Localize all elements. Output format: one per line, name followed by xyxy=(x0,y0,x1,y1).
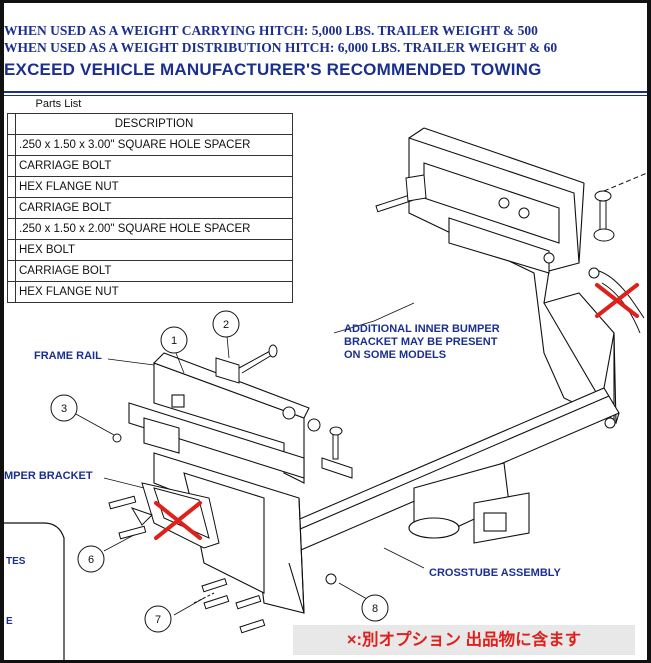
balloon-label: 7 xyxy=(155,614,161,626)
divider-line-thin xyxy=(4,95,647,96)
balloon-6 xyxy=(77,545,105,573)
balloon-label: 3 xyxy=(61,403,67,415)
right-bolts xyxy=(375,172,647,334)
part-balloons xyxy=(50,310,389,633)
table-row: HEX FLANGE NUT xyxy=(7,176,293,198)
balloon-2 xyxy=(212,310,240,338)
parts-list-table: Parts List DESCRIPTION .250 x 1.50 x 3.0… xyxy=(7,95,293,303)
option-note: ×:別オプション 出品物に含ます xyxy=(293,625,635,655)
side-text-fragment: E xyxy=(6,616,13,627)
balloon-label: 2 xyxy=(223,319,229,331)
balloon-8 xyxy=(361,594,389,622)
balloon-label: 1 xyxy=(171,335,177,347)
table-row: HEX FLANGE NUT xyxy=(7,281,293,303)
bumper-bracket-label: MPER BRACKET xyxy=(4,470,93,482)
rating-line-carrying: WHEN USED AS A WEIGHT CARRYING HITCH: 5,… xyxy=(4,23,538,38)
frame-rail-label: FRAME RAIL xyxy=(34,350,102,362)
spacers-and-bolts xyxy=(112,344,353,526)
crosstube xyxy=(243,332,620,569)
table-row: .250 x 1.50 x 2.00" SQUARE HOLE SPACER xyxy=(7,218,293,240)
balloon-1 xyxy=(160,326,188,354)
rating-line-distribution: WHEN USED AS A WEIGHT DISTRIBUTION HITCH… xyxy=(4,40,558,55)
towing-warning: EXCEED VEHICLE MANUFACTURER'S RECOMMENDE… xyxy=(4,60,542,79)
left-frame-rail xyxy=(128,352,310,614)
balloon-label: 6 xyxy=(88,554,94,566)
right-frame-rail xyxy=(408,127,617,426)
red-x-marks xyxy=(154,283,639,540)
table-row: HEX BOLT xyxy=(7,239,293,261)
partial-frame-box xyxy=(4,522,65,660)
instruction-sheet: WHEN USED AS A WEIGHT CARRYING HITCH: 5,… xyxy=(4,3,647,660)
balloon-3 xyxy=(50,394,78,422)
divider-line xyxy=(4,91,647,93)
crosstube-label: CROSSTUBE ASSEMBLY xyxy=(429,567,561,579)
hitch-exploded-diagram: 1 2 3 6 7 8 FRAME RAIL MPER BRACKET ADDI… xyxy=(4,127,647,660)
inner-bumper-label-1: ADDITIONAL INNER BUMPER xyxy=(344,323,500,335)
side-text-fragment: TES xyxy=(6,556,26,567)
inner-bumper-label-3: ON SOME MODELS xyxy=(344,349,446,361)
balloon-7 xyxy=(144,605,172,633)
inner-bumper-label-2: BRACKET MAY BE PRESENT xyxy=(344,336,498,348)
lower-bolts xyxy=(108,417,616,634)
bumper-bracket xyxy=(141,482,220,549)
balloon-label: 8 xyxy=(372,603,378,615)
